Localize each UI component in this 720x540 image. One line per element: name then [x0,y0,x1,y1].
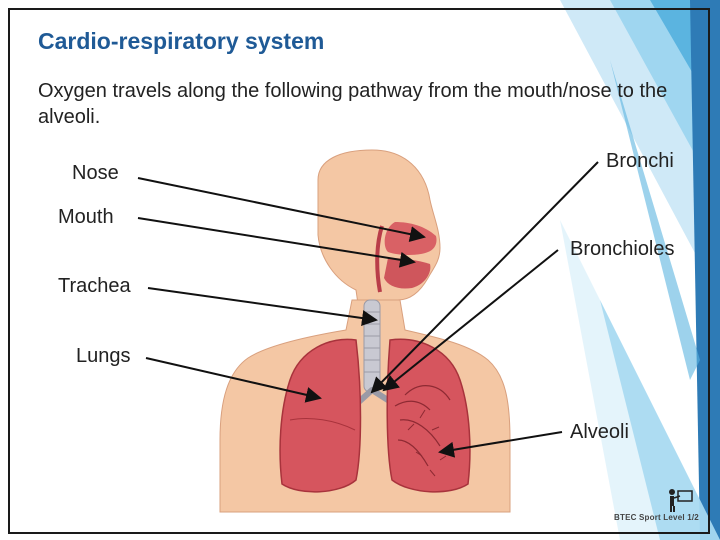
label-nose: Nose [72,162,119,184]
footer-text: BTEC Sport Level 1/2 [614,513,699,522]
label-bronchioles: Bronchioles [570,238,675,260]
arrow-lungs [145,357,322,403]
label-bronchi: Bronchi [606,150,674,172]
arrow-alveoli [438,431,563,458]
slide-title: Cardio-respiratory system [38,28,325,54]
label-alveoli: Alveoli [570,421,629,443]
label-trachea: Trachea [58,275,131,297]
arrow-bronchi [370,161,599,394]
slide-frame [8,8,710,534]
arrow-trachea [147,287,378,326]
label-lungs: Lungs [76,345,131,367]
label-mouth: Mouth [58,206,114,228]
left-lung [279,338,362,493]
btec-logo-icon [669,489,693,512]
arrow-mouth [137,217,416,268]
arrow-nose [137,177,426,243]
arrow-bronchioles [382,249,559,392]
slide-body-text: Oxygen travels along the following pathw… [38,80,668,128]
